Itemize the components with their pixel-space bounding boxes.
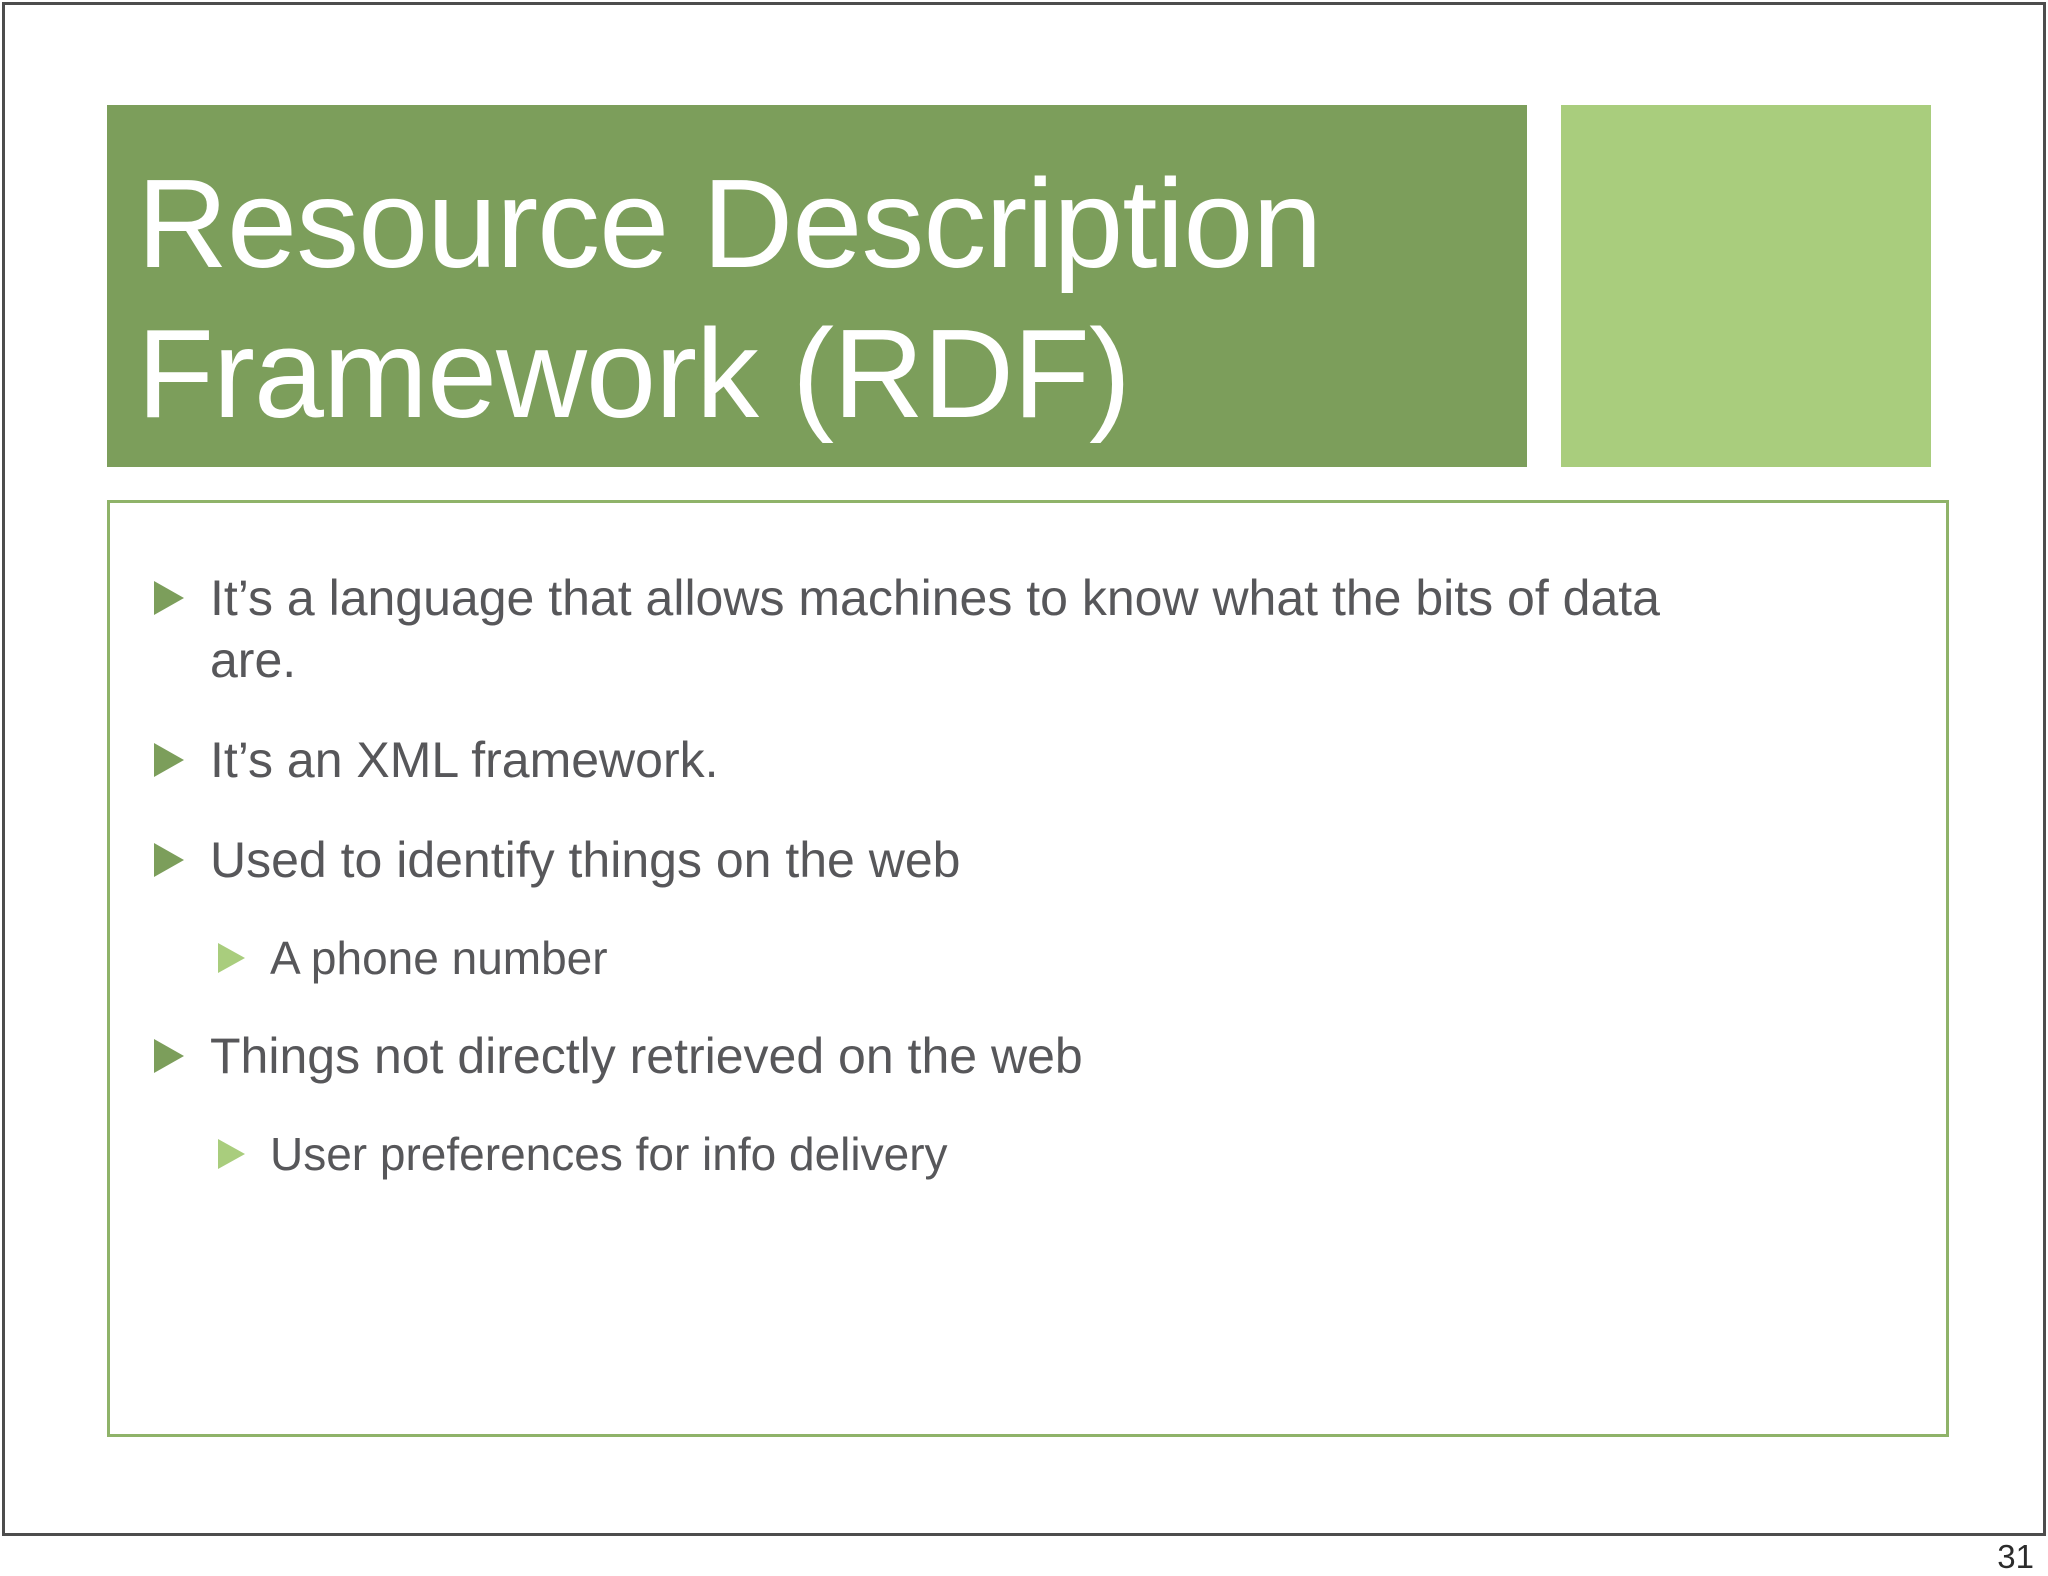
- bullet-triangle-icon: [154, 843, 184, 877]
- bullet-text: It’s an XML framework.: [210, 732, 719, 788]
- bullet-triangle-icon: [154, 743, 184, 777]
- bullet-item: Used to identify things on the web: [110, 829, 1730, 891]
- bullet-item: It’s an XML framework.: [110, 729, 1730, 791]
- slide-canvas: Resource Description Framework (RDF) It’…: [2, 2, 2046, 1536]
- bullet-list: It’s a language that allows machines to …: [110, 567, 1730, 1183]
- title-box: Resource Description Framework (RDF): [107, 105, 1527, 467]
- bullet-text: It’s a language that allows machines to …: [210, 570, 1660, 688]
- page-number: 31: [1997, 1538, 2034, 1575]
- bullet-triangle-icon: [154, 1039, 184, 1073]
- bullet-triangle-icon: [154, 581, 184, 615]
- bullet-item: It’s a language that allows machines to …: [110, 567, 1730, 691]
- bullet-text: A phone number: [270, 932, 608, 984]
- sub-bullet-triangle-icon: [218, 943, 245, 973]
- sub-bullet-triangle-icon: [218, 1139, 245, 1169]
- bullet-item: A phone number: [110, 929, 1730, 987]
- content-box: It’s a language that allows machines to …: [107, 500, 1949, 1437]
- bullet-text: Used to identify things on the web: [210, 832, 961, 888]
- bullet-text: Things not directly retrieved on the web: [210, 1028, 1083, 1084]
- bullet-text: User preferences for info delivery: [270, 1128, 948, 1180]
- bullet-item: User preferences for info delivery: [110, 1125, 1730, 1183]
- slide-title: Resource Description Framework (RDF): [137, 153, 1323, 444]
- title-accent-square: [1561, 105, 1931, 467]
- bullet-item: Things not directly retrieved on the web: [110, 1025, 1730, 1087]
